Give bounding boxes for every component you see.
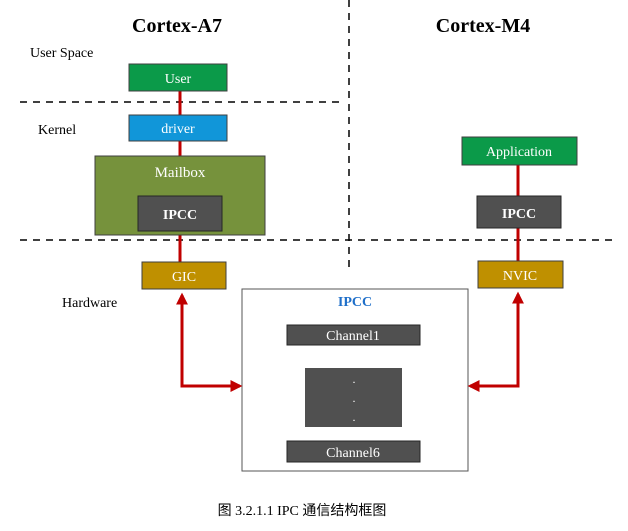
cortex-a7-heading: Cortex-A7 bbox=[132, 15, 222, 37]
gic-ipcc-arrow bbox=[176, 292, 243, 392]
kernel-label: Kernel bbox=[38, 123, 76, 138]
ellipsis-dot: . bbox=[353, 372, 356, 386]
user-space-label: User Space bbox=[30, 46, 93, 61]
ipcc-label-m4: IPCC bbox=[502, 207, 536, 222]
user-box-label: User bbox=[165, 72, 192, 87]
ipcc-box-m4 bbox=[476, 195, 562, 229]
channel-ellipsis-box bbox=[305, 368, 402, 427]
channel6-box bbox=[286, 440, 421, 463]
channel6-label: Channel6 bbox=[326, 446, 380, 461]
ipcc-hardware-title: IPCC bbox=[338, 295, 372, 310]
gic-box bbox=[141, 261, 227, 290]
ellipsis-dot: . bbox=[353, 410, 356, 424]
cortex-m4-heading: Cortex-M4 bbox=[436, 15, 530, 37]
nvic-box bbox=[477, 260, 564, 289]
hardware-label: Hardware bbox=[62, 296, 117, 311]
ipcc-label-a7: IPCC bbox=[163, 208, 197, 223]
ellipsis-dot: . bbox=[353, 391, 356, 405]
nvic-ipcc-arrow bbox=[467, 291, 524, 392]
driver-box-label: driver bbox=[161, 122, 195, 137]
nvic-label: NVIC bbox=[503, 269, 537, 284]
ipcc-box-a7 bbox=[137, 195, 223, 232]
gic-label: GIC bbox=[172, 270, 196, 285]
driver-box bbox=[128, 114, 228, 142]
channel1-label: Channel1 bbox=[326, 329, 380, 344]
user-box bbox=[128, 63, 228, 92]
application-label: Application bbox=[486, 145, 552, 160]
application-box bbox=[461, 136, 578, 166]
mailbox-label: Mailbox bbox=[155, 165, 206, 181]
figure-caption: 图 3.2.1.1 IPC 通信结构框图 bbox=[218, 503, 387, 519]
channel1-box bbox=[286, 324, 421, 346]
